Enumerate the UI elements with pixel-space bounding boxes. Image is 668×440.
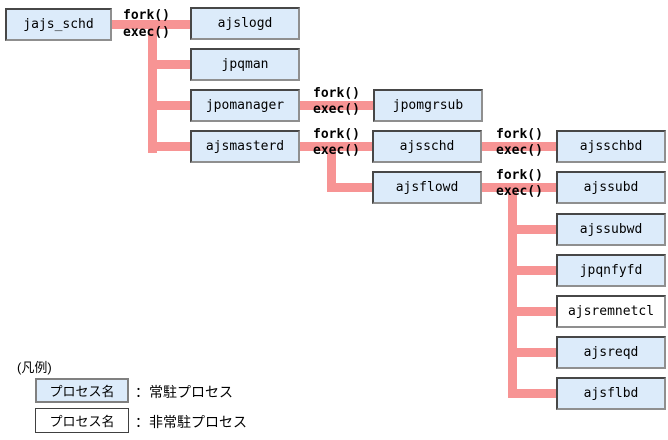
process-node-ajsflbd: ajsflbd: [556, 377, 666, 410]
connector-ajsflowd-v: [508, 183, 517, 398]
process-node-ajssubd: ajssubd: [556, 171, 666, 204]
connector-ajsschbd-h: [482, 142, 556, 151]
legend-resident-caption: ：常駐プロセス: [135, 384, 233, 400]
exec-label-jpomanager: exec(): [313, 102, 360, 117]
connector-ajsflowd-h: [327, 183, 372, 192]
process-node-ajslogd: ajslogd: [190, 7, 300, 40]
connector-ajsmasterd-v: [327, 142, 336, 192]
process-node-ajssubwd: ajssubwd: [556, 213, 666, 246]
fork-label-ajsflowd: fork(): [496, 168, 543, 183]
connector-ajssubd-h: [482, 183, 556, 192]
process-node-jpqnfyfd: jpqnfyfd: [556, 254, 666, 287]
legend-nonresident-caption: ：非常駐プロセス: [135, 414, 247, 430]
exec-label-ajsschd: exec(): [496, 143, 543, 158]
legend-nonresident-box: プロセス名: [35, 408, 129, 433]
connector-jpomanager-h: [148, 101, 190, 110]
connector-ajsremnetcl-h: [508, 307, 556, 316]
exec-label-ajsflowd: exec(): [496, 184, 543, 199]
connector-ajssubwd-h: [508, 225, 556, 234]
fork-label-ajsschd: fork(): [496, 127, 543, 142]
process-node-jpqman: jpqman: [190, 48, 300, 81]
legend-resident-box: プロセス名: [35, 378, 129, 403]
connector-ajsreqd-h: [508, 348, 556, 357]
connector-root-v: [148, 20, 157, 153]
process-node-jajs_schd: jajs_schd: [5, 8, 112, 41]
process-node-ajsreqd: ajsreqd: [556, 336, 666, 369]
connector-ajsschd-h: [300, 142, 372, 151]
exec-label-ajsmasterd: exec(): [313, 143, 360, 158]
process-node-ajsschbd: ajsschbd: [556, 130, 666, 163]
exec-label-root: exec(): [123, 25, 170, 40]
connector-jpqnfyfd-h: [508, 266, 556, 275]
connector-ajsmasterd-h: [148, 142, 190, 151]
fork-label-jpomanager: fork(): [313, 86, 360, 101]
connector-jpomgrsub-h: [300, 101, 373, 110]
fork-label-ajsmasterd: fork(): [313, 127, 360, 142]
process-node-jpomgrsub: jpomgrsub: [373, 89, 483, 122]
fork-label-root: fork(): [123, 8, 170, 23]
connector-ajsflbd-h: [508, 389, 556, 398]
process-node-ajsremnetcl: ajsremnetcl: [556, 295, 666, 328]
process-node-jpomanager: jpomanager: [190, 89, 300, 122]
legend-title: (凡例): [17, 360, 52, 375]
process-node-ajsflowd: ajsflowd: [372, 171, 482, 204]
process-node-ajsschd: ajsschd: [372, 130, 482, 163]
connector-jpqman-h: [148, 60, 190, 69]
process-node-ajsmasterd: ajsmasterd: [190, 130, 300, 163]
